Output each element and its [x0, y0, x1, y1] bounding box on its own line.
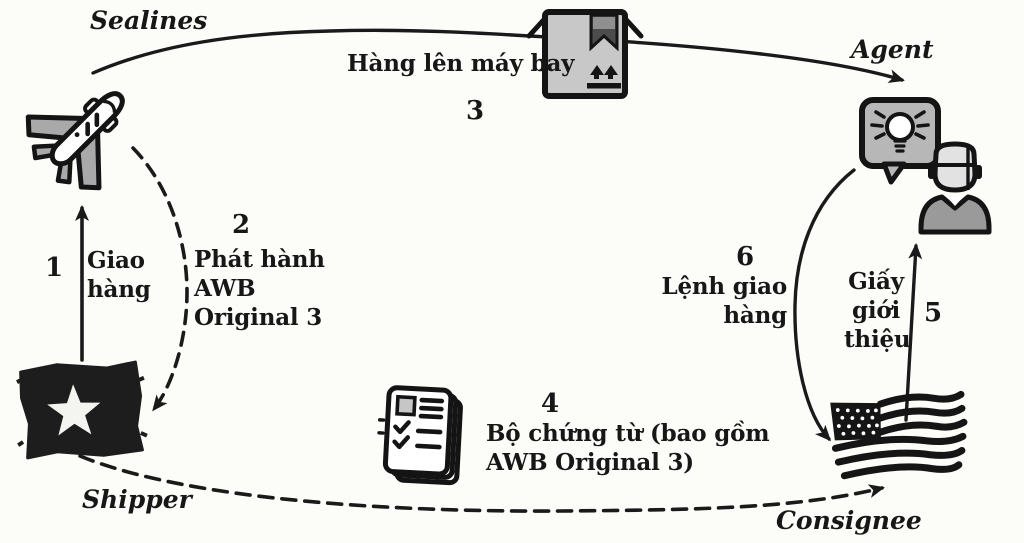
number-step5: 5 — [924, 298, 942, 328]
label-step2: Phát hành AWB Original 3 — [194, 246, 325, 331]
label-step1: Giao hàng — [87, 247, 151, 303]
label-shipper: Shipper — [82, 485, 192, 514]
number-step4: 4 — [541, 389, 559, 419]
number-step6: 6 — [736, 242, 754, 272]
arrow-step5-introduction — [904, 243, 923, 422]
package-box-icon — [526, 9, 644, 99]
arrow-step4-documents-dashed — [78, 454, 885, 513]
arrow-step2-awb-dashed — [131, 146, 189, 412]
airplane-icon — [25, 91, 125, 191]
label-step4: Bộ chứng từ (bao gồm AWB Original 3) — [486, 420, 770, 476]
label-agent: Agent — [851, 35, 934, 64]
number-step3: 3 — [466, 96, 484, 126]
label-step6: Lệnh giao hàng — [661, 273, 787, 329]
arrow-sealines-route — [91, 28, 905, 83]
documents-checklist-icon — [377, 385, 463, 486]
label-step3: Hàng lên máy bay — [347, 50, 575, 77]
number-step2: 2 — [232, 210, 250, 240]
label-sealines: Sealines — [90, 6, 208, 35]
label-step5: Giấy giới thiệu — [844, 268, 911, 353]
agent-person-icon — [918, 141, 992, 235]
idea-speech-bubble-icon — [859, 97, 941, 185]
usa-flag-icon — [830, 390, 968, 480]
label-consignee: Consignee — [776, 506, 922, 535]
arrow-step6-delivery-order — [793, 168, 856, 442]
number-step1: 1 — [45, 253, 63, 283]
vietnam-flag-icon — [16, 360, 148, 460]
